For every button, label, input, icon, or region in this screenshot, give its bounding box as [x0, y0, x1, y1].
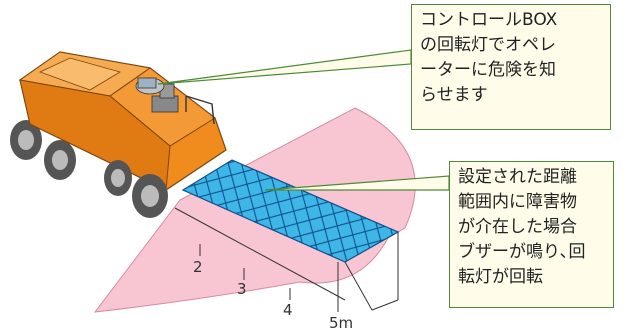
callout-range-line: 転灯が回転	[458, 267, 543, 287]
callout-range: 設定された距離 範囲内に障害物 が介在した場合 ブザーが鳴り､回 転灯が回転	[449, 161, 614, 308]
roller-machine	[10, 51, 227, 218]
callout-range-line: 設定された距離	[458, 167, 577, 187]
callout-beacon-line: ーターに危険を知	[420, 60, 556, 80]
callout-range-line: が介在した場合	[458, 217, 577, 237]
distance-label-2m: 2	[193, 258, 203, 276]
callout-range-line: 範囲内に障害物	[458, 192, 577, 212]
distance-guides	[174, 207, 399, 312]
distance-label-4m: 4	[283, 301, 293, 319]
callout-pointer-beacon	[157, 49, 412, 85]
callout-beacon-line: の回転灯でオペレ	[420, 35, 556, 55]
callout-beacon-line: コントロールBOX	[420, 10, 558, 30]
distance-label-5m: 5m	[329, 314, 354, 332]
distance-label-3m: 3	[237, 280, 247, 298]
callout-beacon-line: らせます	[420, 85, 488, 105]
callout-range-line: ブザーが鳴り､回	[458, 242, 586, 262]
callout-beacon: コントロールBOX の回転灯でオペレ ーターに危険を知 らせます	[411, 4, 611, 130]
